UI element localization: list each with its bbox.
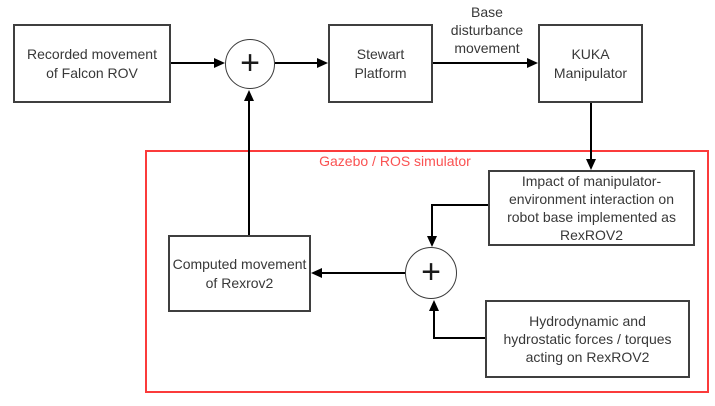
stewart-platform-label: Stewart Platform [354,46,407,81]
base-disturbance-movement-label: Base disturbance movement [450,4,524,57]
gazebo-ros-simulator-label: Gazebo / ROS simulator [319,153,471,169]
kuka-manipulator-label: KUKA Manipulator [553,46,628,81]
recorded-movement-label: Recorded movement of Falcon ROV [27,46,157,81]
arrow-stewart-to-kuka [433,58,538,68]
hydrodynamic-forces-label: Hydrodynamic and hydrostatic forces / to… [503,312,672,366]
kuka-manipulator-node: KUKA Manipulator [538,24,643,103]
impact-interaction-label: Impact of manipulator- environment inter… [507,172,676,244]
computed-movement-label: Computed movement of Rexrov2 [172,256,307,291]
summing-junction-top: + [225,39,275,89]
summing-junction-bottom: + [405,247,457,299]
plus-symbol: + [240,43,260,82]
computed-movement-node: Computed movement of Rexrov2 [168,235,311,312]
recorded-movement-node: Recorded movement of Falcon ROV [13,24,171,103]
hydrodynamic-forces-node: Hydrodynamic and hydrostatic forces / to… [485,300,690,378]
arrow-recorded-to-sum1 [171,58,225,68]
arrow-sum1-to-stewart [275,58,328,68]
stewart-platform-node: Stewart Platform [328,24,433,103]
impact-interaction-node: Impact of manipulator- environment inter… [488,170,695,246]
plus-symbol: + [421,252,441,291]
gazebo-ros-simulator-group-box [145,150,709,393]
